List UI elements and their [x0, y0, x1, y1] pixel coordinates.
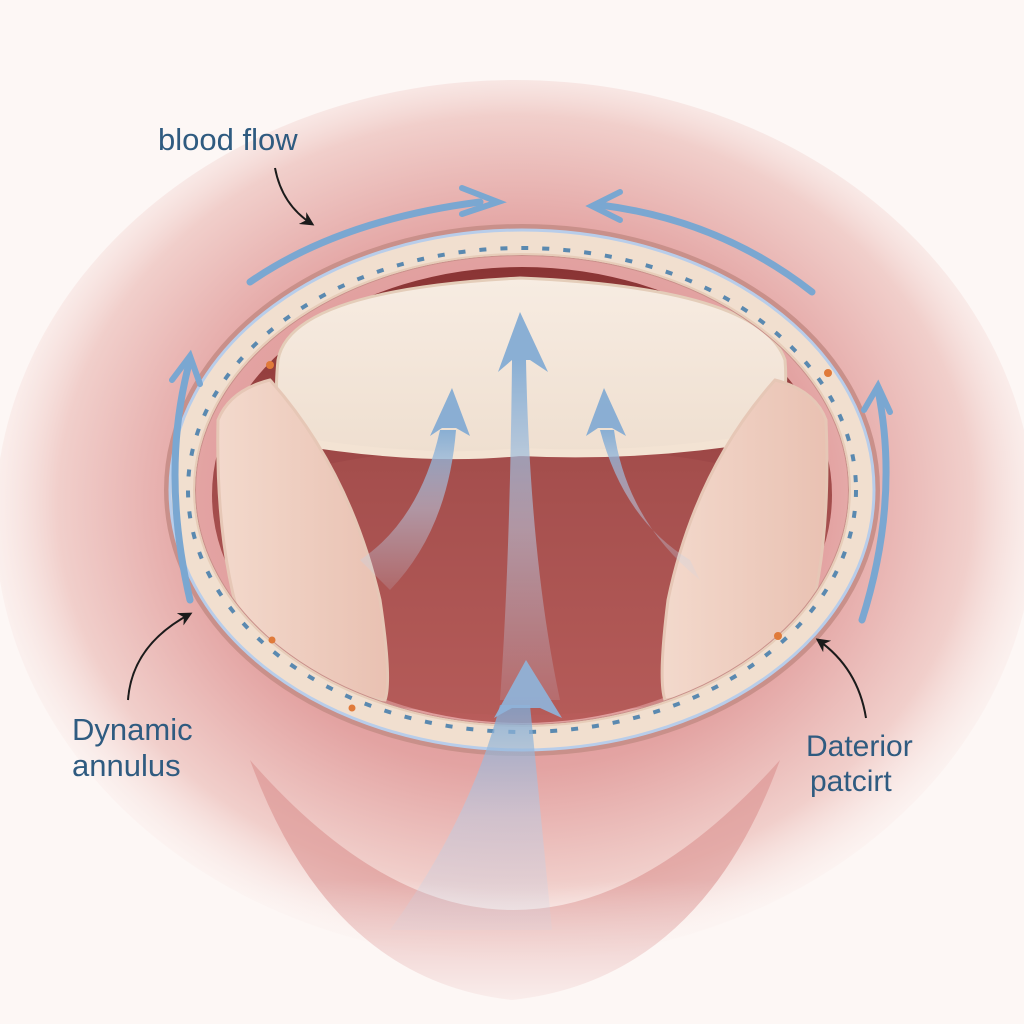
valve-flow-arrows: [360, 312, 700, 930]
suture-dashes: [186, 246, 858, 734]
pointer-dynamic-annulus: [127, 612, 193, 701]
arrow-left: [360, 430, 456, 590]
arrow-right: [600, 430, 700, 580]
label-patch-line1: Daterior: [806, 730, 913, 763]
label-patch: Daterior patcirt: [806, 730, 913, 799]
pointer-blood-flow: [274, 167, 315, 226]
label-dynamic-annulus: Dynamic annulus: [72, 712, 193, 783]
anterior-leaflet: [275, 276, 788, 455]
arrow-top-right: [596, 201, 816, 296]
label-patch-line2: patcirt: [810, 764, 892, 798]
pointer-patch: [815, 638, 867, 719]
circumferential-flow-arrows: [169, 185, 893, 624]
label-pointers: [127, 167, 867, 719]
arrow-right-up: [858, 386, 890, 624]
valve-leaflets: [216, 276, 829, 702]
label-dynamic-annulus-line1: Dynamic: [72, 712, 193, 747]
left-leaflet: [216, 378, 390, 702]
label-dynamic-annulus-line2: annulus: [72, 747, 181, 783]
arrow-left-up: [171, 356, 194, 604]
label-blood-flow: blood flow: [158, 122, 298, 157]
arrow-center: [500, 360, 560, 700]
arrow-top-left: [246, 198, 484, 286]
arrow-inflow: [390, 705, 552, 930]
